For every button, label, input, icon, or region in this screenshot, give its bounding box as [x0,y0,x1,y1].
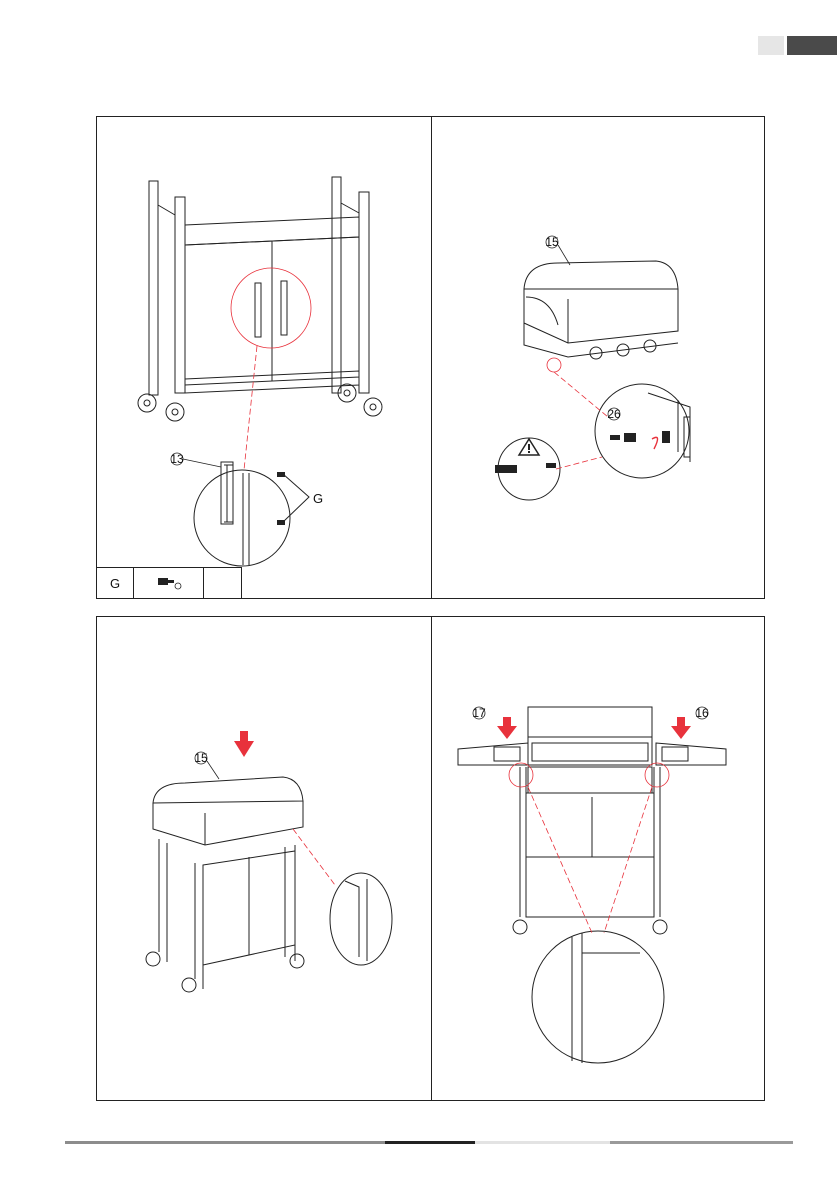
step-3-panel: 15 [96,616,432,1101]
screw-icon [154,576,184,590]
footer-rule-dark [385,1141,475,1144]
footer-rule-gray [65,1141,385,1144]
step-1-panel: 13 G G [96,116,432,599]
legend-quantity [204,567,242,598]
callout-17: 17 [472,706,486,720]
header-tab-dark [787,36,837,55]
step-3-illustration: 15 [97,617,433,1102]
footer-rule-light [475,1141,610,1144]
step-4-panel: 17 16 [431,616,765,1101]
step-2-panel: 15 26 [431,116,765,599]
down-arrow-left [497,717,517,739]
step-1-illustration: 13 G [97,117,433,600]
callout-15-step3: 15 [194,751,208,765]
footer-rule-gray-right [610,1141,793,1144]
header-tab-light [758,36,784,55]
down-arrow [234,731,254,757]
legend-screw-image [134,567,204,598]
callout-16: 16 [695,706,709,720]
legend-part-letter: G [97,567,134,598]
step-4-illustration: 17 16 [432,617,766,1102]
down-arrow-right [671,717,691,739]
step-2-illustration: 15 26 [432,117,766,600]
step-1-parts-legend: G [97,567,242,598]
callout-g: G [313,491,323,506]
callout-26: 26 [607,407,621,421]
callout-13: 13 [170,452,184,466]
callout-15: 15 [545,235,559,249]
